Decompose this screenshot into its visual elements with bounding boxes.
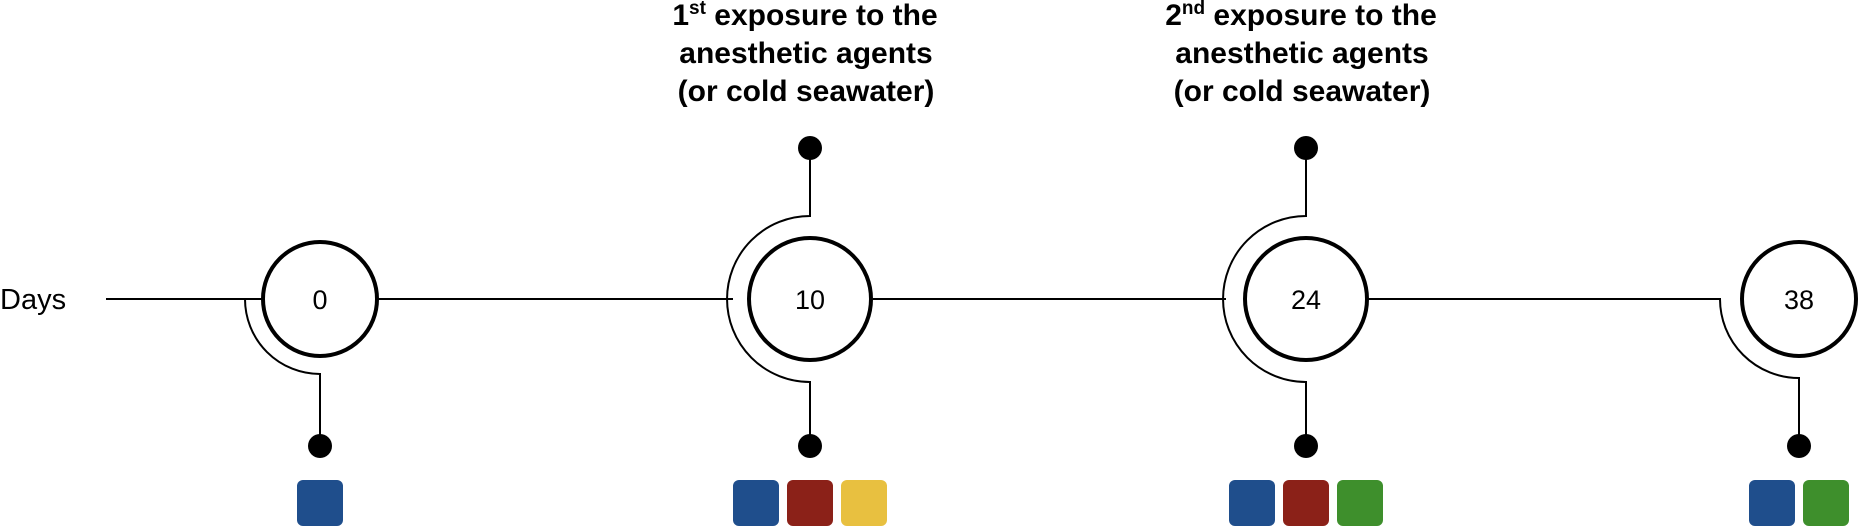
exposure-dot-day-10	[798, 136, 822, 160]
sample-arc-day-38	[1719, 298, 1800, 446]
sample-arc-day-0	[244, 298, 321, 446]
day-circle-10	[747, 236, 873, 362]
exposure-dot-day-24	[1294, 136, 1318, 160]
sample-square-day-10-2	[787, 480, 833, 526]
sample-dot-day-10	[798, 434, 822, 458]
sample-dot-day-38	[1787, 434, 1811, 458]
axis-label-days: Days	[0, 284, 66, 316]
sample-dot-day-24	[1294, 434, 1318, 458]
sample-square-day-38-1	[1749, 480, 1795, 526]
exposure-2-suffix: nd	[1182, 0, 1205, 19]
sample-square-day-10-1	[733, 480, 779, 526]
day-circle-24	[1243, 236, 1369, 362]
exposure-arc-day-24	[1222, 148, 1307, 446]
day-label-38: 38	[1784, 285, 1814, 315]
sample-dot-day-0	[308, 434, 332, 458]
exposure-arc-day-10	[726, 148, 811, 446]
day-node-38: 38	[1719, 240, 1858, 458]
sample-square-day-0-1	[297, 480, 343, 526]
day-label-0: 0	[312, 285, 327, 315]
exposure-2-line1-rest: exposure to the	[1205, 0, 1437, 32]
day-node-0: 0	[244, 240, 379, 458]
sample-square-day-38-2	[1803, 480, 1849, 526]
exposure-annotation-1: 1st exposure to the anesthetic agents (o…	[672, 0, 937, 108]
sample-square-day-24-3	[1337, 480, 1383, 526]
exposure-1-line1: 1st exposure to the	[672, 0, 937, 32]
exposure-1-line3: (or cold seawater)	[678, 75, 935, 108]
day-node-10: 10	[726, 136, 873, 458]
exposure-2-line1: 2nd exposure to the	[1165, 0, 1437, 32]
day-label-10: 10	[795, 285, 825, 315]
exposure-annotation-2: 2nd exposure to the anesthetic agents (o…	[1165, 0, 1437, 108]
sample-square-day-10-3	[841, 480, 887, 526]
exposure-1-ordinal: 1	[672, 0, 689, 32]
exposure-2-line2: anesthetic agents	[1175, 37, 1428, 70]
exposure-2-line3: (or cold seawater)	[1174, 75, 1431, 108]
exposure-1-line2: anesthetic agents	[679, 37, 932, 70]
day-circle-0	[261, 240, 379, 358]
sample-square-day-24-2	[1283, 480, 1329, 526]
exposure-1-suffix: st	[689, 0, 707, 19]
exposure-1-line1-rest: exposure to the	[706, 0, 938, 32]
day-circle-38	[1740, 240, 1858, 358]
exposure-2-ordinal: 2	[1165, 0, 1182, 32]
day-label-24: 24	[1291, 285, 1321, 315]
day-node-24: 24	[1222, 136, 1369, 458]
sample-square-day-24-1	[1229, 480, 1275, 526]
sample-squares	[297, 480, 1849, 526]
